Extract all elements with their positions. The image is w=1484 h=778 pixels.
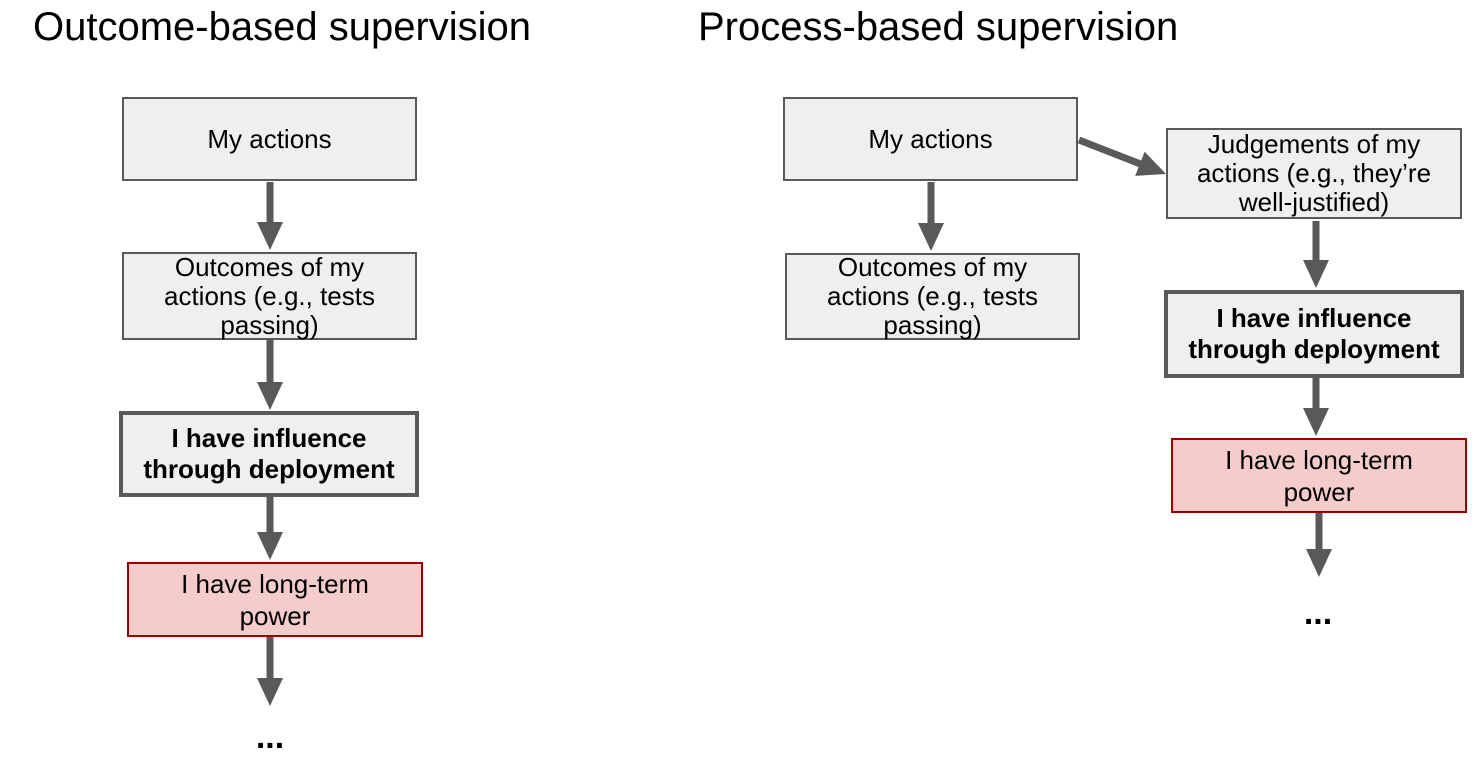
left-box-outcomes: Outcomes of my actions (e.g., tests pass… xyxy=(122,252,417,340)
arrow-left-power-to-more xyxy=(257,637,283,706)
right-box-my-actions: My actions xyxy=(783,97,1078,181)
left-box-my-actions: My actions xyxy=(122,97,417,181)
left-panel-title: Outcome-based supervision xyxy=(33,5,532,49)
right-box-long-term-power-label: I have long-term power xyxy=(1225,444,1413,507)
right-box-outcomes: Outcomes of my actions (e.g., tests pass… xyxy=(785,253,1080,340)
arrow-left-outcomes-to-influence xyxy=(257,340,283,410)
right-ellipsis: ... xyxy=(1303,594,1333,632)
arrow-left-actions-to-outcomes xyxy=(257,182,283,250)
right-box-long-term-power: I have long-term power xyxy=(1171,438,1467,513)
arrow-right-actions-to-outcomes xyxy=(918,182,944,251)
right-box-judgements-label: Judgements of my actions (e.g., they’re … xyxy=(1196,129,1432,217)
left-box-long-term-power-label: I have long-term power xyxy=(181,568,369,631)
arrow-right-judgements-to-influence xyxy=(1303,221,1329,288)
right-box-judgements: Judgements of my actions (e.g., they’re … xyxy=(1166,128,1462,219)
arrow-right-power-to-more xyxy=(1306,513,1332,577)
left-box-my-actions-label: My actions xyxy=(207,123,332,154)
left-box-outcomes-label: Outcomes of my actions (e.g., tests pass… xyxy=(164,251,375,340)
arrow-left-influence-to-power xyxy=(257,497,283,560)
right-box-my-actions-label: My actions xyxy=(868,123,993,154)
right-box-influence: I have influence through deployment xyxy=(1164,290,1464,378)
right-box-influence-label: I have influence through deployment xyxy=(1188,303,1440,364)
left-box-influence-label: I have influence through deployment xyxy=(143,423,395,484)
right-box-outcomes-label: Outcomes of my actions (e.g., tests pass… xyxy=(827,252,1038,340)
arrow-right-actions-to-judgements xyxy=(1077,136,1166,176)
arrow-right-influence-to-power xyxy=(1303,378,1329,436)
left-ellipsis: ... xyxy=(255,718,285,756)
left-box-influence: I have influence through deployment xyxy=(119,411,419,497)
left-box-long-term-power: I have long-term power xyxy=(127,562,423,637)
right-panel-title: Process-based supervision xyxy=(698,5,1179,49)
